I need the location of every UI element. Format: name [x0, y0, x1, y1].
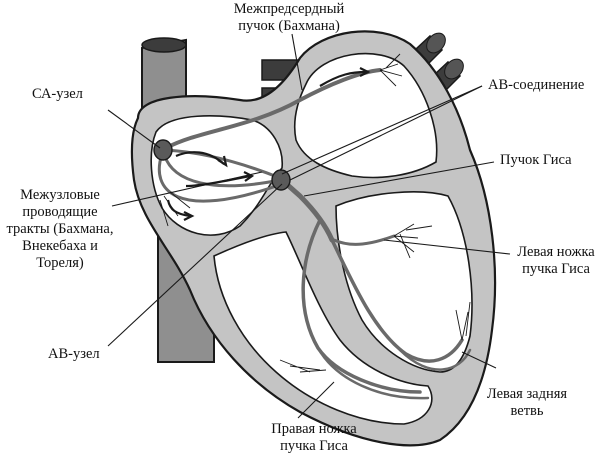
label-left-bundle-branch: Левая ножка пучка Гиса	[517, 244, 595, 277]
conduction-arrows	[166, 67, 371, 221]
label-right-bundle-branch: Правая ножка пучка Гиса	[271, 421, 357, 454]
right-atrium	[150, 115, 283, 236]
label-av-node: АВ-узел	[48, 346, 100, 362]
label-his-bundle: Пучок Гиса	[500, 152, 572, 168]
leader-lines	[107, 33, 511, 419]
left-ventricle	[335, 191, 473, 373]
av-node-shape	[271, 169, 291, 191]
superior-vena-cava-opening	[141, 37, 187, 53]
conduction-system	[157, 68, 472, 400]
right-ventricle	[213, 231, 433, 425]
label-internodal-tracts: Межузловые проводящие тракты (Бахмана, В…	[6, 187, 114, 271]
label-bachmann-bundle: Межпредсердный пучок (Бахмана)	[233, 1, 345, 34]
label-sa-node: СА-узел	[32, 86, 83, 102]
label-av-junction: АВ-соединение	[488, 77, 585, 93]
sa-node-shape	[153, 139, 173, 161]
label-left-posterior-fascicle: Левая задняя ветвь	[486, 386, 568, 419]
